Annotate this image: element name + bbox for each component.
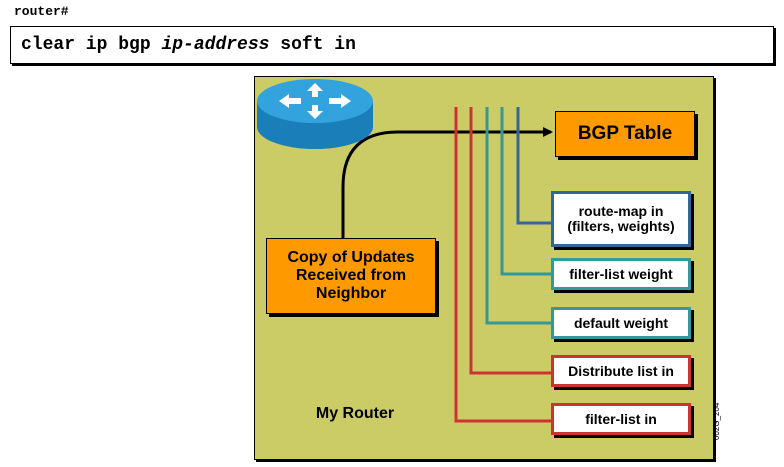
route-map-line2: (filters, weights) xyxy=(567,218,675,234)
filter-list-weight-box: filter-list weight xyxy=(551,258,691,290)
bgp-soft-reconfig-diagram: BGP Table Copy of Updates Received from … xyxy=(254,76,714,460)
command-text: clear ip bgp ip-address soft in xyxy=(21,35,356,55)
copy-of-updates-box: Copy of Updates Received from Neighbor xyxy=(266,238,436,314)
command-part2: soft in xyxy=(269,35,356,55)
default-weight-box: default weight xyxy=(551,307,691,339)
bgp-table-box: BGP Table xyxy=(555,111,695,157)
filter-list-weight-connector xyxy=(500,107,551,276)
my-router-label: My Router xyxy=(315,405,395,422)
filter-list-in-box: filter-list in xyxy=(551,403,691,435)
update-flow-arrow xyxy=(341,127,553,238)
filter-list-in-connector xyxy=(454,107,551,423)
route-map-connector xyxy=(516,107,551,225)
distribute-list-in-box: Distribute list in xyxy=(551,355,691,387)
cli-prompt: router# xyxy=(14,4,69,19)
distribute-list-connector xyxy=(469,107,551,375)
router-icon xyxy=(257,79,373,149)
command-box: clear ip bgp ip-address soft in xyxy=(10,26,774,64)
route-map-line1: route-map in xyxy=(578,203,664,219)
route-map-in-box: route-map in (filters, weights) xyxy=(551,191,691,247)
command-part1: clear ip bgp xyxy=(21,35,162,55)
connector-lines xyxy=(341,107,553,423)
default-weight-connector xyxy=(485,107,551,325)
command-argument: ip-address xyxy=(161,35,270,55)
figure-code: 002G_204 xyxy=(712,402,721,440)
